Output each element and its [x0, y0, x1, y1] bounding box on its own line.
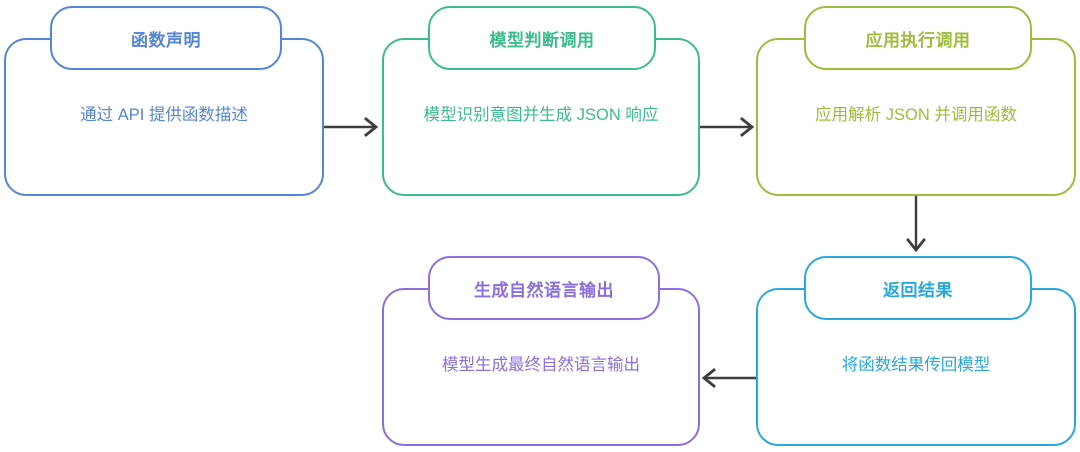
node-return-result[interactable]: 返回结果 将函数结果传回模型 [756, 256, 1076, 446]
node-description: 将函数结果传回模型 [841, 356, 991, 374]
node-header-tab[interactable]: 返回结果 [804, 256, 1032, 320]
connector-return-to-output [700, 366, 760, 390]
node-header-tab[interactable]: 模型判断调用 [428, 6, 656, 70]
connector-app-to-return [904, 196, 928, 258]
node-model-decides-call[interactable]: 模型判断调用 模型识别意图并生成 JSON 响应 [382, 6, 700, 196]
node-generate-natural-language-output[interactable]: 生成自然语言输出 模型生成最终自然语言输出 [382, 256, 700, 446]
node-title: 模型判断调用 [489, 30, 595, 50]
node-title: 生成自然语言输出 [474, 280, 614, 300]
connector-declaration-to-model [324, 115, 384, 139]
node-description: 应用解析 JSON 并调用函数 [815, 106, 1017, 124]
node-app-executes-call[interactable]: 应用执行调用 应用解析 JSON 并调用函数 [756, 6, 1076, 196]
node-title: 函数声明 [131, 30, 201, 50]
node-title: 返回结果 [883, 280, 953, 300]
node-header-tab[interactable]: 函数声明 [50, 6, 282, 70]
node-title: 应用执行调用 [865, 30, 971, 50]
connector-model-to-app [700, 115, 760, 139]
node-description: 通过 API 提供函数描述 [80, 106, 248, 124]
node-header-tab[interactable]: 生成自然语言输出 [428, 256, 660, 320]
node-function-declaration[interactable]: 函数声明 通过 API 提供函数描述 [4, 6, 324, 196]
node-description: 模型生成最终自然语言输出 [442, 356, 640, 374]
node-description: 模型识别意图并生成 JSON 响应 [423, 106, 659, 124]
node-header-tab[interactable]: 应用执行调用 [804, 6, 1032, 70]
